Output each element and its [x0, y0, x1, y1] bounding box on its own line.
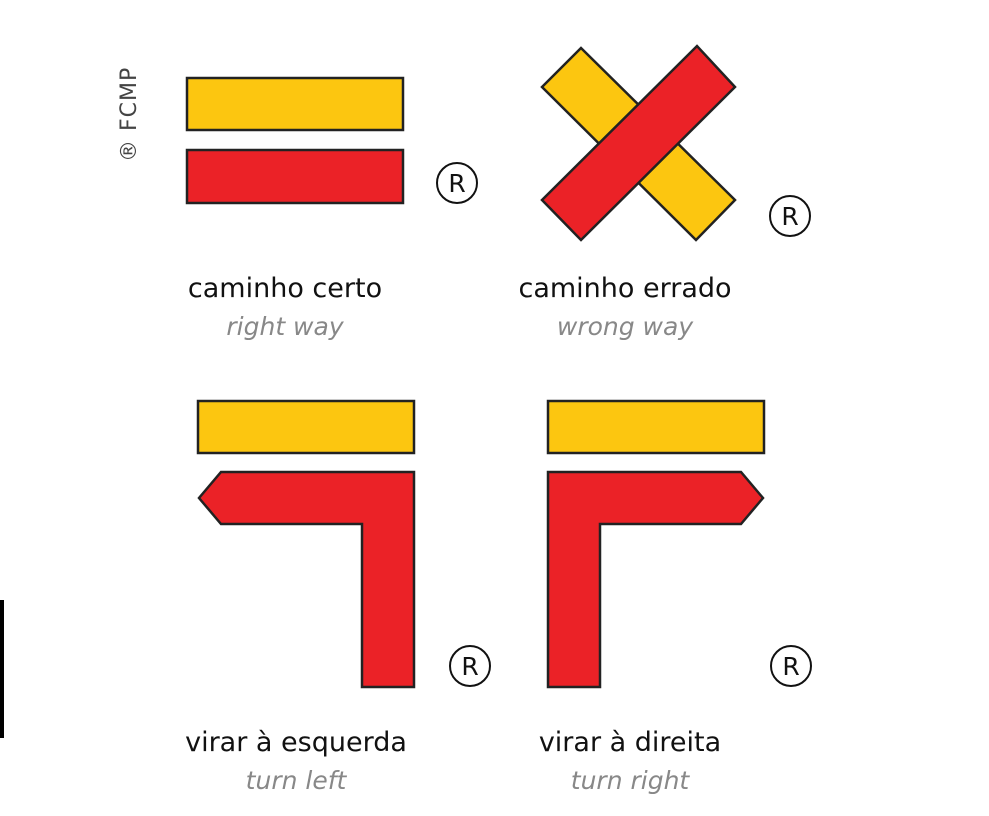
caption-turn-right: virar à direita turn right	[470, 724, 790, 800]
turn-right-yellow-bar	[546, 399, 766, 455]
turn-right-red-arrow	[546, 470, 765, 689]
caption-english: turn left	[245, 766, 347, 795]
caption-portuguese: virar à esquerda	[185, 727, 407, 758]
caption-portuguese: caminho errado	[518, 273, 732, 304]
left-edge-bar	[0, 600, 4, 738]
caption-english: right way	[226, 312, 344, 341]
turn-left-red-arrow	[197, 470, 416, 689]
caption-portuguese: virar à direita	[538, 727, 722, 758]
registered-mark: R	[769, 195, 811, 237]
turn-right-symbol	[546, 399, 766, 689]
right-way-red-bar	[185, 148, 405, 205]
turn-left-yellow-bar	[196, 399, 416, 455]
caption-wrong-way: caminho errado wrong way	[465, 270, 785, 346]
turn-left-symbol	[196, 399, 416, 689]
right-way-symbol	[185, 76, 405, 205]
caption-english: wrong way	[556, 312, 694, 341]
right-way-yellow-bar	[185, 76, 405, 132]
caption-english: turn right	[570, 766, 690, 795]
registered-mark: R	[770, 645, 812, 687]
wrong-way-symbol	[540, 44, 737, 242]
caption-right-way: caminho certo right way	[125, 270, 445, 346]
registered-mark: R	[436, 162, 478, 204]
registered-mark: R	[449, 645, 491, 687]
wrong-way-red-bar	[540, 44, 737, 242]
caption-turn-left: virar à esquerda turn left	[136, 724, 456, 800]
caption-portuguese: caminho certo	[187, 273, 383, 304]
